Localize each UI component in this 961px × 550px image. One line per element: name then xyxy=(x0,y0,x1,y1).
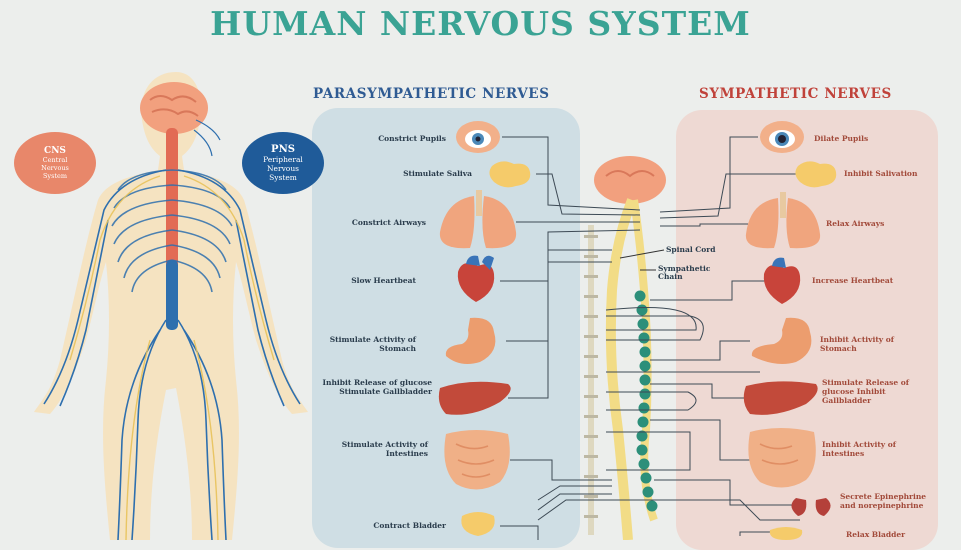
pns-line-1: Peripheral xyxy=(263,155,303,164)
para-label-stimulate-stomach: Stimulate Activity of Stomach xyxy=(329,335,416,353)
symp-label-stimulate-glucose: Stimulate Release of glucose Inhibit Gal… xyxy=(822,378,909,405)
parasympathetic-panel xyxy=(312,108,580,548)
cns-line-1: Central xyxy=(42,156,68,164)
pns-line-2: Nervous xyxy=(266,164,300,173)
sympathetic-organs xyxy=(743,121,837,540)
bladder-icon xyxy=(461,512,495,536)
heart-icon xyxy=(763,257,801,304)
stomach-icon xyxy=(445,317,496,364)
sympathetic-chain-label: Sympathetic Chain xyxy=(658,264,711,281)
symp-label-relax-airways: Relax Airways xyxy=(826,219,885,228)
symp-label-dilate-pupils: Dilate Pupils xyxy=(814,134,869,143)
lungs-icon xyxy=(745,192,821,249)
intestines-icon xyxy=(444,430,510,490)
parasympathetic-header: PARASYMPATHETIC NERVES xyxy=(313,86,550,102)
cns-line-2: Nervous xyxy=(41,164,69,172)
salivary-gland-icon xyxy=(489,161,531,188)
eye-icon xyxy=(456,121,500,153)
salivary-gland-icon xyxy=(795,161,837,188)
para-label-slow-heartbeat: Slow Heartbeat xyxy=(351,276,416,285)
para-label-constrict-pupils: Constrict Pupils xyxy=(378,134,446,143)
parasympathetic-connectors xyxy=(500,136,641,540)
sympathetic-header: SYMPATHETIC NERVES xyxy=(699,86,892,102)
spinal-cord-label: Spinal Cord xyxy=(666,245,716,254)
symp-label-inhibit-salivation: Inhibit Salivation xyxy=(844,169,918,178)
symp-label-inhibit-intestines: Inhibit Activity of Intestines xyxy=(822,440,897,458)
pns-line-3: System xyxy=(269,173,297,182)
pns-badge: PNS Peripheral Nervous System xyxy=(242,132,324,194)
para-label-inhibit-glucose: Inhibit Release of glucose Stimulate Gal… xyxy=(322,378,432,396)
para-label-stimulate-intestines: Stimulate Activity of Intestines xyxy=(341,440,428,458)
pns-title: PNS xyxy=(271,144,295,155)
page-title: HUMAN NERVOUS SYSTEM xyxy=(210,4,751,43)
heart-icon xyxy=(457,255,495,302)
symp-label-increase-heartbeat: Increase Heartbeat xyxy=(812,276,894,285)
cns-badge: CNS Central Nervous System xyxy=(14,132,96,194)
cns-title: CNS xyxy=(44,146,66,156)
parasympathetic-organs xyxy=(438,121,531,536)
liver-icon xyxy=(743,381,818,415)
para-label-stimulate-saliva: Stimulate Saliva xyxy=(403,169,472,178)
intestines-icon xyxy=(748,428,816,488)
center-spine xyxy=(584,156,666,540)
para-label-contract-bladder: Contract Bladder xyxy=(373,521,446,530)
body-figure xyxy=(34,72,308,540)
para-label-constrict-airways: Constrict Airways xyxy=(351,218,426,227)
symp-label-secrete-epinephrine: Secrete Epinephrine and norepinephrine xyxy=(840,492,927,510)
eye-icon xyxy=(760,121,804,153)
stomach-icon xyxy=(751,317,812,364)
kidney-icon xyxy=(791,498,831,516)
cns-line-3: System xyxy=(42,172,68,180)
symp-label-inhibit-stomach: Inhibit Activity of Stomach xyxy=(820,335,895,353)
liver-icon xyxy=(438,381,511,415)
bladder-icon xyxy=(769,527,803,540)
lungs-icon xyxy=(439,190,517,249)
symp-label-relax-bladder: Relax Bladder xyxy=(846,530,906,539)
